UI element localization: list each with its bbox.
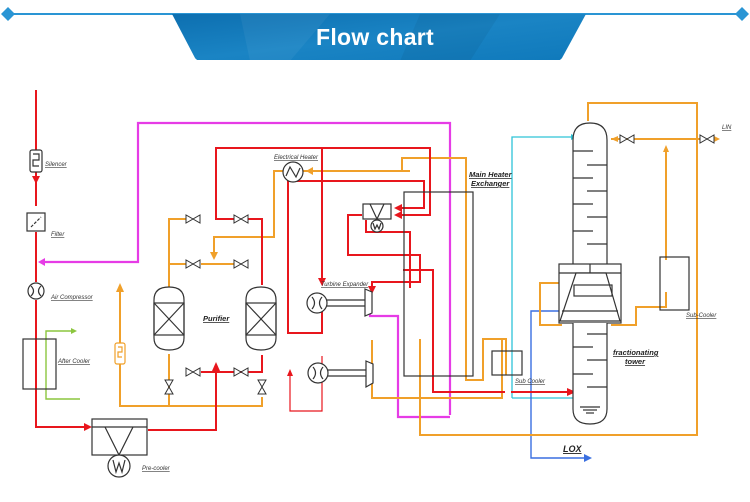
label-pre-cooler: Pre-cooler <box>142 466 171 472</box>
arrow-icon <box>306 167 313 175</box>
regeneration-gas-line <box>119 102 701 436</box>
valve-icon[interactable] <box>619 134 635 144</box>
turbine-expander-2 <box>307 360 374 389</box>
valve-icon[interactable] <box>185 259 201 269</box>
title-plate <box>172 14 586 60</box>
valve-icon[interactable] <box>257 379 267 395</box>
label-silencer: Silencer <box>45 162 68 168</box>
regen-heater <box>114 342 126 365</box>
turbine-expander <box>306 288 373 317</box>
valve-icon[interactable] <box>233 367 249 377</box>
label-main-heater-exchanger: Main Heater <box>469 170 513 179</box>
arrow-icon <box>394 211 402 219</box>
purifier-vessel-left <box>153 286 185 351</box>
booster-exchanger <box>362 203 392 233</box>
label-sub-cooler-right: Sub-Cooler <box>686 313 717 319</box>
label-lox: LOX <box>563 444 582 454</box>
page-title: Flow chart <box>315 24 434 50</box>
label-turbine-expander: Turbine Expander <box>321 282 369 288</box>
after-cooler <box>22 338 57 390</box>
arrow-icon <box>368 286 376 294</box>
electrical-heater <box>282 161 304 183</box>
diamond-right-icon <box>735 7 749 21</box>
arrow-icon <box>567 388 576 396</box>
label-sub-cooler-left: Sub Cooler <box>515 379 546 385</box>
label-after-cooler: After Cooler <box>57 359 91 365</box>
valve-icon[interactable] <box>699 134 715 144</box>
valve-icon[interactable] <box>164 379 174 395</box>
turbine-bypass-line <box>289 356 323 412</box>
arrow-icon <box>394 204 402 212</box>
valves <box>164 134 715 395</box>
arrow-icon <box>32 176 40 184</box>
label-purifier: Purifier <box>203 314 230 323</box>
arrow-icon <box>714 136 720 142</box>
pre-cooler <box>91 418 148 478</box>
diamond-left-icon <box>1 7 15 21</box>
label-fractionating-tower: fractionating <box>613 348 659 357</box>
arrow-icon <box>611 136 618 142</box>
label-fractionating-tower-2: tower <box>625 357 646 366</box>
arrow-icon <box>287 369 293 376</box>
valve-icon[interactable] <box>185 367 201 377</box>
arrow-icon <box>318 278 326 286</box>
valve-icon[interactable] <box>185 214 201 224</box>
valve-icon[interactable] <box>233 214 249 224</box>
label-electrical-heater: Electrical Heater <box>274 155 319 161</box>
filter <box>26 212 46 232</box>
arrow-icon <box>38 258 45 266</box>
fractionating-tower <box>558 122 622 425</box>
purifier-vessel-right <box>245 286 277 351</box>
valve-icon[interactable] <box>233 259 249 269</box>
label-filter: Filter <box>51 232 65 238</box>
arrow-icon <box>116 283 124 292</box>
lox-line <box>530 310 585 459</box>
arrow-icon <box>84 423 92 431</box>
air-compressor <box>27 282 45 300</box>
label-lin: LIN <box>722 125 732 131</box>
cooling-water-line <box>45 330 80 400</box>
arrow-icon <box>210 252 218 260</box>
arrow-icon <box>584 454 592 462</box>
header-banner <box>1 7 749 60</box>
main-heat-exchanger <box>403 191 474 377</box>
sub-cooler-right <box>659 256 690 311</box>
air-feed-line <box>35 90 568 431</box>
label-air-compressor: Air Compressor <box>50 295 94 301</box>
arrow-icon <box>212 362 220 371</box>
label-main-heater-exchanger-2: Exchanger <box>471 179 510 188</box>
arrow-icon <box>663 145 669 152</box>
arrow-icon <box>71 328 77 334</box>
sub-cooler-left <box>491 350 523 376</box>
silencer <box>29 149 43 173</box>
